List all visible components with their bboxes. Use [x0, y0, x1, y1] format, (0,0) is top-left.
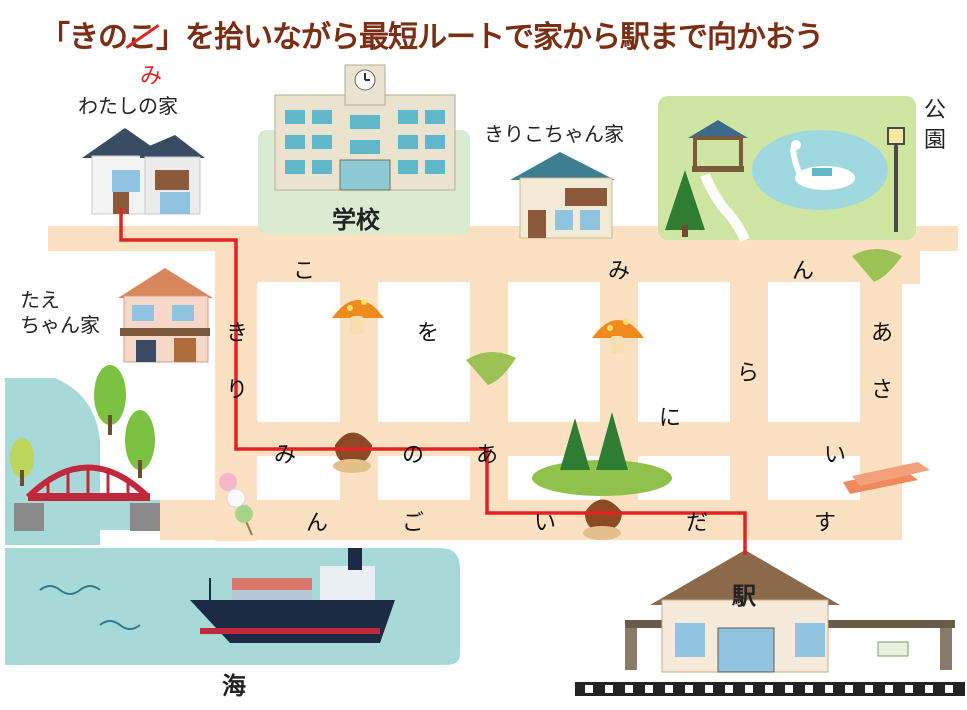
tae-home-house [118, 268, 213, 363]
kiriko-home-label: きりこちゃん家 [484, 122, 624, 146]
sea-label: 海 [222, 672, 246, 700]
dango-icon [219, 473, 253, 536]
grid-letter: ん [305, 511, 328, 536]
grid-letter: ご [401, 511, 424, 536]
school-building [274, 64, 456, 191]
grid-letter: に [658, 406, 681, 431]
title-correction: み [140, 64, 163, 89]
title-open-bracket: 「 [40, 20, 70, 55]
title-struck-character: こ [127, 12, 157, 56]
grid-letter: ら [736, 361, 759, 386]
city-blocks [258, 282, 860, 500]
gazebo-icon [688, 120, 748, 172]
tree-icon [10, 365, 155, 486]
bridge-icon [14, 464, 160, 531]
grid-letter: だ [685, 511, 708, 536]
grid-letter: す [813, 511, 836, 536]
mushroom-icon [332, 299, 644, 354]
title-word-start: きの [69, 20, 128, 55]
tree-icon [665, 170, 705, 237]
my-home-house [82, 128, 205, 215]
ginkgo-leaf-icon [466, 249, 902, 385]
school-label: 学校 [332, 206, 380, 234]
swan-boat-icon [790, 140, 855, 190]
my-home-label: わたしの家 [78, 94, 178, 118]
ship-icon [190, 548, 395, 643]
grid-letter: あ [870, 321, 893, 346]
station-label: 駅 [732, 582, 756, 610]
park-label: 公園 [924, 98, 947, 153]
grid-letter: り [225, 378, 248, 403]
grid-letter: み [607, 259, 630, 284]
grid-letter: み [273, 443, 296, 468]
tree-icon [532, 412, 672, 496]
grid-letter: の [401, 443, 424, 468]
grid-letter: き [225, 321, 248, 346]
grid-letter: こ [292, 259, 315, 284]
grid-letter: い [823, 443, 846, 468]
road-network [48, 226, 958, 541]
kiriko-home-house [510, 152, 615, 239]
tae-home-label: たえ ちゃん家 [20, 288, 100, 337]
salmon-icon [843, 462, 930, 494]
streetlamp-icon [887, 127, 905, 232]
puzzle-title: 「きのこ」を拾いながら最短ルートで家から駅まで向かおう [40, 12, 824, 56]
grid-letter: さ [870, 378, 893, 403]
station-building [575, 550, 965, 696]
title-instruction: を拾いながら最短ルートで家から駅まで向かおう [185, 20, 824, 55]
route-line [119, 208, 747, 555]
grid-letter: ん [791, 259, 814, 284]
grid-letter: い [533, 511, 556, 536]
title-close-bracket: 」 [156, 20, 186, 55]
grid-letter: あ [475, 443, 498, 468]
grid-letter: を [416, 321, 439, 346]
